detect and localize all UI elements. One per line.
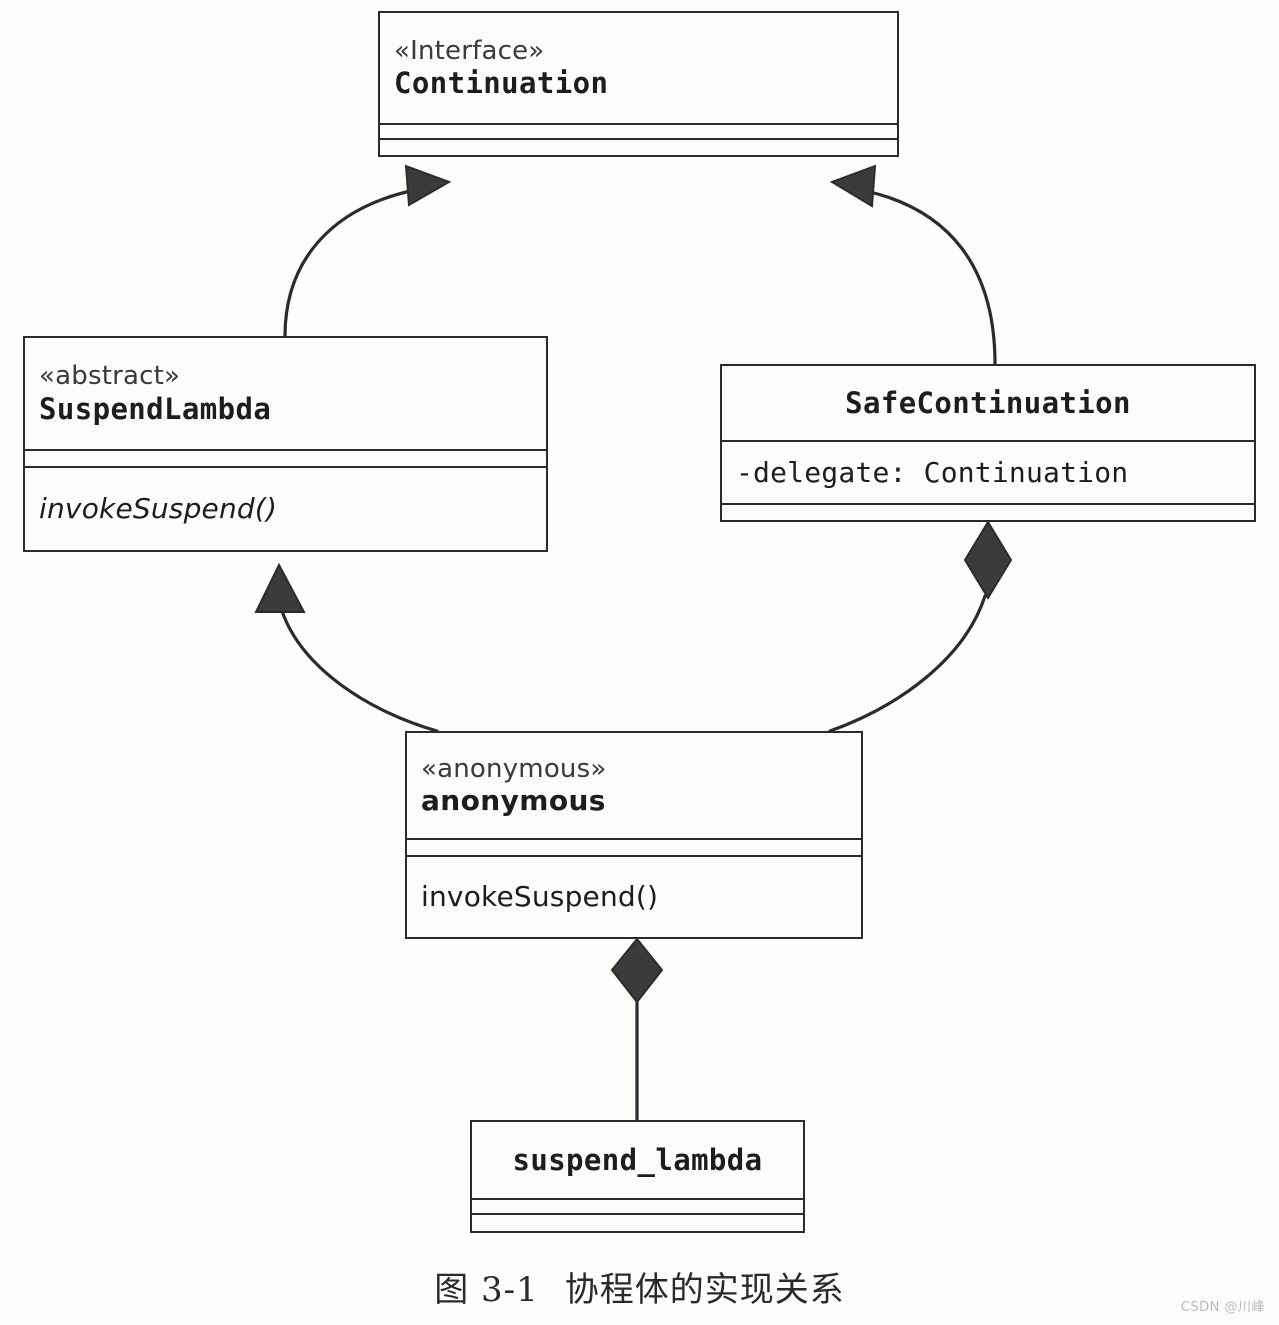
class-header-safe-continuation: SafeContinuation: [722, 366, 1254, 440]
class-attributes-compartment: -delegate: Continuation: [722, 440, 1254, 503]
class-header-continuation: «Interface» Continuation: [380, 13, 897, 123]
class-stereotype: «anonymous»: [421, 753, 607, 784]
edge-suspendlambda-to-continuation: [283, 164, 452, 338]
edge-anonymous-composes-suspendlambdaobj: [610, 937, 664, 1122]
class-attribute: -delegate: Continuation: [736, 455, 1129, 489]
figure-number: 图 3-1: [434, 1270, 539, 1310]
class-operations-compartment: invokeSuspend(): [407, 855, 861, 937]
class-box-suspend-lambda-object[interactable]: suspend_lambda: [470, 1120, 805, 1233]
class-name: SuspendLambda: [39, 391, 272, 426]
class-header-anonymous: «anonymous» anonymous: [407, 733, 861, 838]
class-stereotype: «Interface»: [394, 35, 545, 66]
watermark: CSDN @川峰: [1180, 1300, 1265, 1315]
class-attributes-compartment: [407, 838, 861, 855]
class-name: Continuation: [394, 66, 609, 101]
class-header-suspend-lambda: «abstract» SuspendLambda: [25, 338, 546, 449]
class-operations-compartment: [472, 1213, 803, 1229]
class-name: anonymous: [421, 784, 606, 818]
class-box-continuation[interactable]: «Interface» Continuation: [378, 11, 899, 157]
class-operations-compartment: [380, 138, 897, 155]
class-box-suspend-lambda[interactable]: «abstract» SuspendLambda invokeSuspend(): [23, 336, 548, 552]
figure-caption: 图 3-1 协程体的实现关系: [0, 1262, 1279, 1311]
class-box-anonymous[interactable]: «anonymous» anonymous invokeSuspend(): [405, 731, 863, 939]
class-box-safe-continuation[interactable]: SafeContinuation -delegate: Continuation: [720, 364, 1256, 522]
edge-safecontinuation-composes-anonymous: [828, 520, 1013, 733]
class-operation: invokeSuspend(): [39, 492, 278, 526]
class-attributes-compartment: [472, 1198, 803, 1213]
class-stereotype: «abstract»: [39, 361, 181, 392]
edge-anonymous-to-suspendlambda: [254, 562, 439, 733]
class-operations-compartment: invokeSuspend(): [25, 466, 546, 550]
class-operations-compartment: [722, 503, 1254, 520]
figure-title: 协程体的实现关系: [564, 1270, 845, 1310]
class-name: suspend_lambda: [512, 1142, 763, 1177]
class-attributes-compartment: [380, 123, 897, 138]
edge-safecontinuation-to-continuation: [829, 164, 997, 366]
class-name: SafeContinuation: [845, 385, 1131, 420]
class-header-suspend-lambda-object: suspend_lambda: [472, 1122, 803, 1198]
class-operation: invokeSuspend(): [421, 880, 659, 914]
class-attributes-compartment: [25, 449, 546, 466]
